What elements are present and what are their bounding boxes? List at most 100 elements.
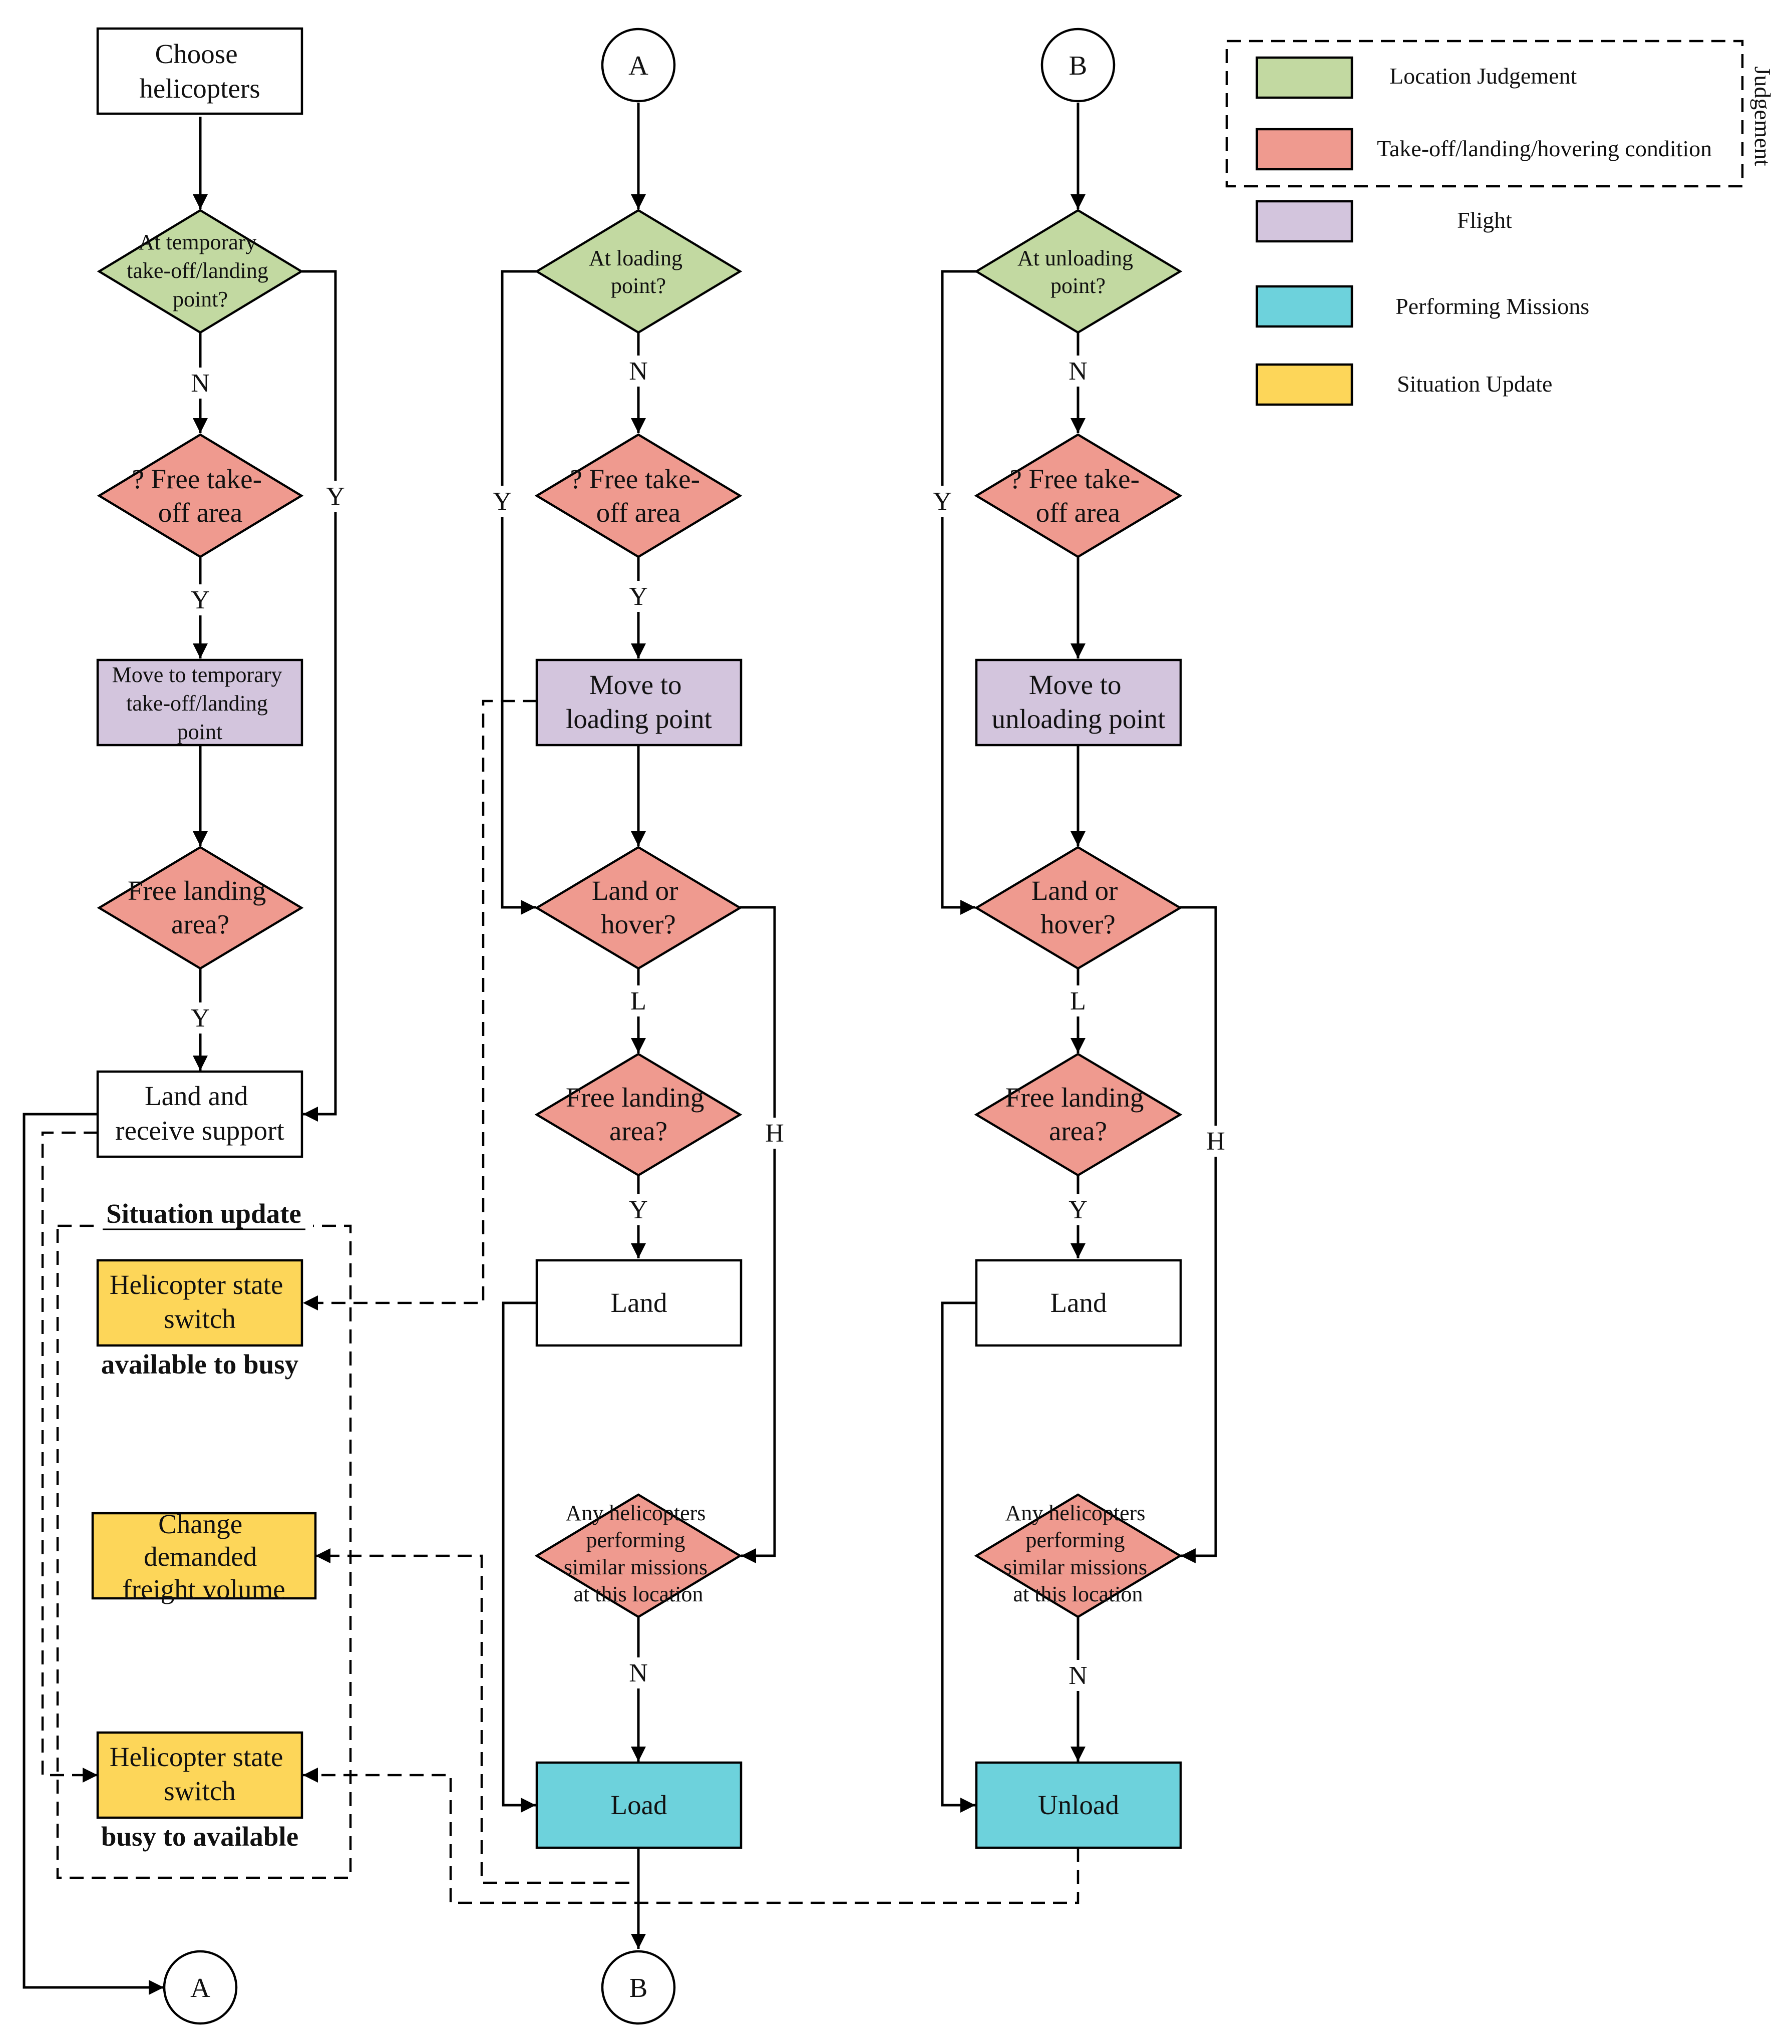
label-col2-yes: Y: [629, 582, 648, 611]
dashed-move-to-state-switch-1: [303, 700, 537, 1310]
situation-update-title: Situation update: [106, 1198, 301, 1229]
free-landing-area-label-1: Free landing area?: [128, 875, 273, 939]
label-col3-hover: H: [1206, 1127, 1225, 1156]
connector-b-top-label: B: [1069, 50, 1088, 81]
column-1: Choose helicopters At temporary take-off…: [96, 27, 304, 2025]
legend-label-update: Situation Update: [1397, 371, 1552, 397]
move-to-temporary-label: Move to temporary take-off/landing point: [112, 662, 288, 744]
free-takeoff-area-label-3: ? Free take- off area: [1009, 464, 1146, 528]
edge-land3-to-unload: [941, 1301, 976, 1813]
legend: Judgement Location Judgement Take-off/la…: [1225, 40, 1775, 406]
land-label-3: Land: [1050, 1287, 1107, 1318]
unload-label: Unload: [1038, 1790, 1119, 1820]
legend-swatch-update: [1255, 363, 1353, 406]
legend-label-flight: Flight: [1457, 207, 1512, 233]
change-volume-label: Change demanded freight volume: [122, 1509, 285, 1604]
free-takeoff-area-label-2: ? Free take- off area: [570, 464, 706, 528]
free-landing-area-decision-1: [97, 846, 304, 970]
edge-land2-to-load: [502, 1301, 537, 1813]
column-3: B At unloading point? ? Free take- off a…: [974, 28, 1183, 1849]
connector-a-bottom-label: A: [190, 1972, 210, 2003]
label-col2-no: N: [629, 357, 648, 386]
land-or-hover-label-2: Land or hover?: [592, 875, 685, 939]
land-or-hover-decision-2: [534, 846, 743, 970]
state-switch-1-label: Helicopter state switch: [110, 1269, 290, 1334]
land-box-3: [975, 1259, 1182, 1347]
free-takeoff-area-decision-3: [974, 433, 1183, 558]
state-switch-2-box: [96, 1731, 303, 1819]
free-takeoff-area-decision-2: [534, 433, 743, 558]
label-col2-yes-bypass: Y: [493, 487, 512, 516]
any-helicopters-decision-2: [534, 1493, 743, 1618]
dashed-load-to-change-volume: [315, 1548, 640, 1884]
free-landing-area-decision-3: [974, 1053, 1183, 1177]
connector-a-top-label: A: [628, 50, 648, 81]
at-temporary-point-decision: [97, 209, 304, 334]
legend-swatch-flight: [1255, 200, 1353, 243]
land-receive-support-box: [96, 1070, 303, 1158]
land-label-2: Land: [610, 1287, 667, 1318]
label-col3-no-2: N: [1068, 1661, 1088, 1690]
connector-b-bottom-label: B: [629, 1972, 648, 2003]
connector-b-top: [1040, 28, 1116, 103]
connector-a-top: [601, 28, 676, 103]
edge-atpoint-yes: [302, 270, 337, 1122]
at-loading-point-decision: [534, 209, 743, 334]
any-helicopters-label-3: Any helicopters performing similar missi…: [1003, 1501, 1153, 1606]
edge-atloading-yes: [501, 270, 537, 915]
edge-atunloading-yes: [941, 270, 976, 915]
choose-helicopters-box: [96, 27, 303, 115]
free-landing-area-label-3: Free landing area?: [1005, 1082, 1151, 1146]
label-col1-yes-bypass: Y: [326, 482, 345, 511]
legend-swatch-mission: [1255, 285, 1353, 328]
at-loading-point-label: At loading point?: [589, 246, 688, 298]
situation-update-frame: [56, 1224, 352, 1879]
label-col2-no-2: N: [629, 1659, 648, 1687]
free-takeoff-area-decision-1: [97, 433, 304, 558]
legend-label-condition: Take-off/landing/hovering condition: [1377, 136, 1712, 161]
move-to-temporary-box: [96, 658, 303, 747]
edge-land-to-connector-a: [23, 1113, 164, 1995]
label-col1-yes-1: Y: [191, 586, 210, 614]
move-to-unloading-label: Move to unloading point: [992, 669, 1166, 734]
land-or-hover-decision-3: [974, 846, 1183, 970]
situation-update-group: Situation update Helicopter state switch…: [56, 1198, 352, 1879]
label-col3-land: L: [1070, 987, 1086, 1015]
label-col3-no: N: [1068, 357, 1088, 386]
at-unloading-point-label: At unloading point?: [1017, 246, 1139, 298]
land-box-2: [535, 1259, 743, 1347]
label-col3-yes-bypass: Y: [933, 487, 952, 516]
label-col2-land: L: [630, 987, 646, 1015]
legend-label-mission: Performing Missions: [1395, 293, 1589, 319]
state-switch-2-caption: busy to available: [101, 1821, 298, 1852]
connector-a-bottom: [163, 1950, 238, 2025]
dashed-unload-to-state-switch-2: [303, 1768, 1080, 1904]
legend-label-location: Location Judgement: [1389, 63, 1577, 89]
label-col2-hover: H: [765, 1119, 784, 1148]
free-landing-area-decision-2: [534, 1053, 743, 1177]
connector-b-bottom: [601, 1950, 676, 2025]
state-switch-1-box: [96, 1259, 303, 1347]
land-or-hover-label-3: Land or hover?: [1031, 875, 1125, 939]
label-col1-no: N: [191, 369, 210, 398]
load-label: Load: [610, 1790, 667, 1820]
move-to-loading-box: [535, 658, 743, 747]
free-landing-area-label-2: Free landing area?: [566, 1082, 711, 1146]
branch-labels: N Y Y Y N Y Y L H Y N N Y L H Y N: [185, 356, 1231, 1691]
unload-box: [975, 1761, 1182, 1849]
label-col3-yes: Y: [1068, 1196, 1088, 1224]
column-2: A At loading point? ? Free take- off are…: [534, 28, 743, 2025]
dashed-land-to-state-switch-2: [41, 1131, 98, 1783]
load-box: [535, 1761, 743, 1849]
label-col1-yes-2: Y: [191, 1004, 210, 1033]
at-temporary-point-label: At temporary take-off/landing point?: [127, 230, 274, 311]
land-receive-support-label: Land and receive support: [115, 1081, 284, 1146]
change-volume-box: [91, 1512, 317, 1600]
edge-landhover3-hover: [1180, 906, 1217, 1563]
legend-judgement-label: Judgement: [1750, 66, 1775, 166]
free-takeoff-area-label-1: ? Free take- off area: [132, 464, 268, 528]
any-helicopters-label-2: Any helicopters performing similar missi…: [564, 1501, 713, 1606]
any-helicopters-decision-3: [974, 1493, 1183, 1618]
legend-swatch-condition: [1255, 128, 1353, 171]
